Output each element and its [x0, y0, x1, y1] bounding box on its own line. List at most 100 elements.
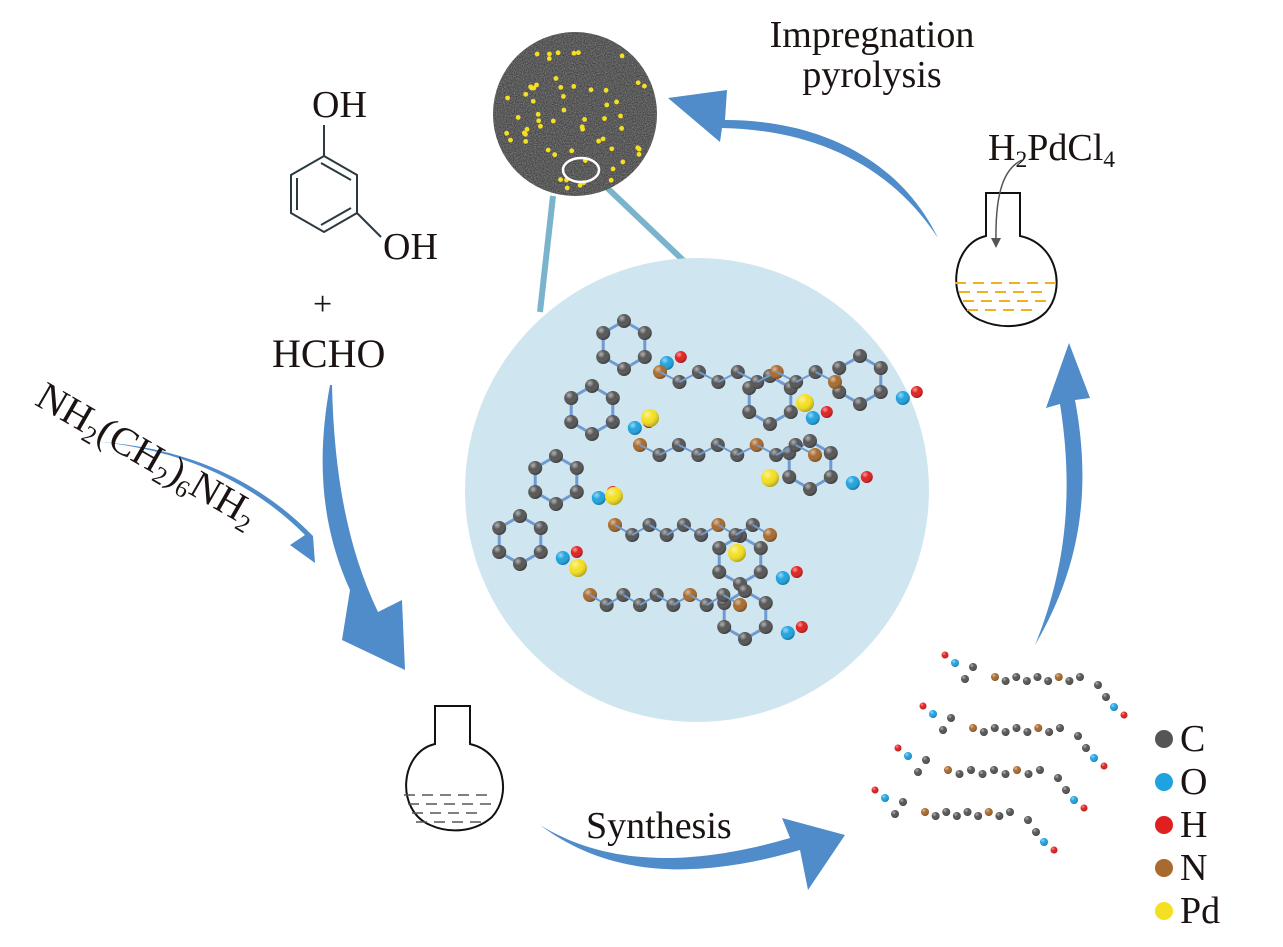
atom-shade	[941, 651, 949, 659]
atom-shade	[823, 470, 838, 484]
atom-shade	[828, 375, 842, 389]
atom-shade	[1120, 711, 1128, 719]
atom-shade	[803, 482, 817, 496]
atom-shade	[641, 409, 659, 427]
atom-shade	[1076, 673, 1084, 681]
atom-shade	[808, 448, 822, 462]
atom-shade	[1001, 728, 1010, 736]
atom-shade	[1074, 732, 1082, 740]
atom-shade	[969, 724, 977, 732]
atom-shade	[895, 391, 910, 405]
pd-dot	[545, 147, 551, 153]
atom-shade	[637, 326, 652, 340]
atom-shade	[939, 726, 947, 734]
atom-shade	[955, 770, 964, 778]
atom-shade	[805, 411, 820, 425]
legend-item-h: H	[1155, 806, 1207, 844]
pd-dot	[561, 94, 566, 99]
atom-shade	[549, 497, 563, 511]
legend-item-n: N	[1155, 849, 1207, 887]
atom-c-icon	[1155, 730, 1173, 748]
atom-o-icon	[1155, 773, 1173, 791]
atom-shade	[1032, 828, 1040, 836]
atom-shade	[513, 557, 527, 571]
atom-shade	[871, 786, 879, 794]
pd-dot	[619, 125, 625, 131]
atom-shade	[570, 546, 583, 558]
atom-shade	[712, 565, 727, 579]
pd-dot	[553, 76, 559, 81]
pd-dot	[577, 182, 583, 188]
atom-shade	[1001, 770, 1010, 778]
reaction-flask	[404, 705, 505, 832]
pd-dot	[538, 123, 543, 129]
atom-shade	[585, 427, 599, 441]
pd-dot	[610, 166, 616, 172]
atom-shade	[605, 487, 623, 505]
pd-dot	[528, 84, 534, 90]
atom-shade	[1040, 838, 1048, 846]
atom-shade	[763, 417, 777, 431]
atom-shade	[1044, 677, 1053, 685]
atom-shade	[585, 379, 599, 393]
atom-shade	[1090, 754, 1098, 762]
atom-shade	[832, 361, 847, 375]
atom-shade	[823, 446, 838, 460]
impregnation-line2: pyrolysis	[802, 53, 942, 96]
atom-shade	[1094, 681, 1102, 689]
connector-line-right	[597, 178, 688, 265]
atom-shade	[984, 808, 993, 816]
impregnation-arrow	[668, 90, 938, 238]
precursor-sub: 2	[1015, 146, 1028, 173]
pd-dot	[603, 87, 609, 93]
atom-shade	[969, 663, 977, 671]
pd-dot	[561, 107, 567, 113]
synthesis-label: Synthesis	[586, 805, 732, 847]
atom-shade	[795, 621, 808, 633]
pd-dot	[508, 137, 513, 143]
atom-shade	[564, 391, 579, 405]
legend-item-c: C	[1155, 720, 1205, 758]
pd-dot	[620, 159, 626, 165]
atom-shade	[1100, 762, 1108, 770]
atom-shade	[947, 714, 955, 722]
atom-shade	[961, 675, 969, 683]
pd-dot	[534, 51, 540, 57]
atom-shade	[605, 415, 620, 429]
atom-shade	[1024, 816, 1032, 824]
atom-shade	[492, 545, 507, 559]
legend-label: O	[1180, 761, 1208, 803]
addition-arrow	[995, 159, 1023, 243]
atom-shade	[782, 470, 797, 484]
magnified-molecule	[492, 314, 923, 646]
atom-shade	[1006, 808, 1014, 816]
pd-dot	[636, 151, 642, 157]
atom-shade	[1034, 724, 1043, 732]
atom-shade	[605, 391, 620, 405]
pd-dot	[547, 51, 552, 57]
atom-shade	[738, 632, 752, 646]
atom-shade	[555, 551, 570, 565]
atom-shade	[921, 808, 929, 816]
precursor-part: H	[988, 127, 1016, 169]
legend-label: N	[1180, 847, 1208, 889]
pd-dot	[600, 136, 606, 142]
atom-shade	[873, 361, 888, 375]
atom-shade	[845, 476, 860, 490]
atom-shade	[1045, 728, 1054, 736]
pd-dot	[530, 98, 536, 104]
atom-shade	[1070, 796, 1078, 804]
atom-shade	[569, 559, 587, 577]
legend-label: Pd	[1180, 890, 1221, 932]
atom-shade	[974, 812, 983, 820]
atom-shade	[637, 350, 652, 364]
atom-shade	[967, 766, 975, 774]
pd-dot	[614, 99, 620, 105]
atom-shade	[1080, 804, 1088, 812]
atom-shade	[758, 596, 773, 610]
atom-shade	[513, 509, 527, 523]
pd-dot	[555, 50, 561, 56]
atom-shade	[979, 728, 988, 736]
hcho-label: HCHO	[272, 331, 386, 376]
